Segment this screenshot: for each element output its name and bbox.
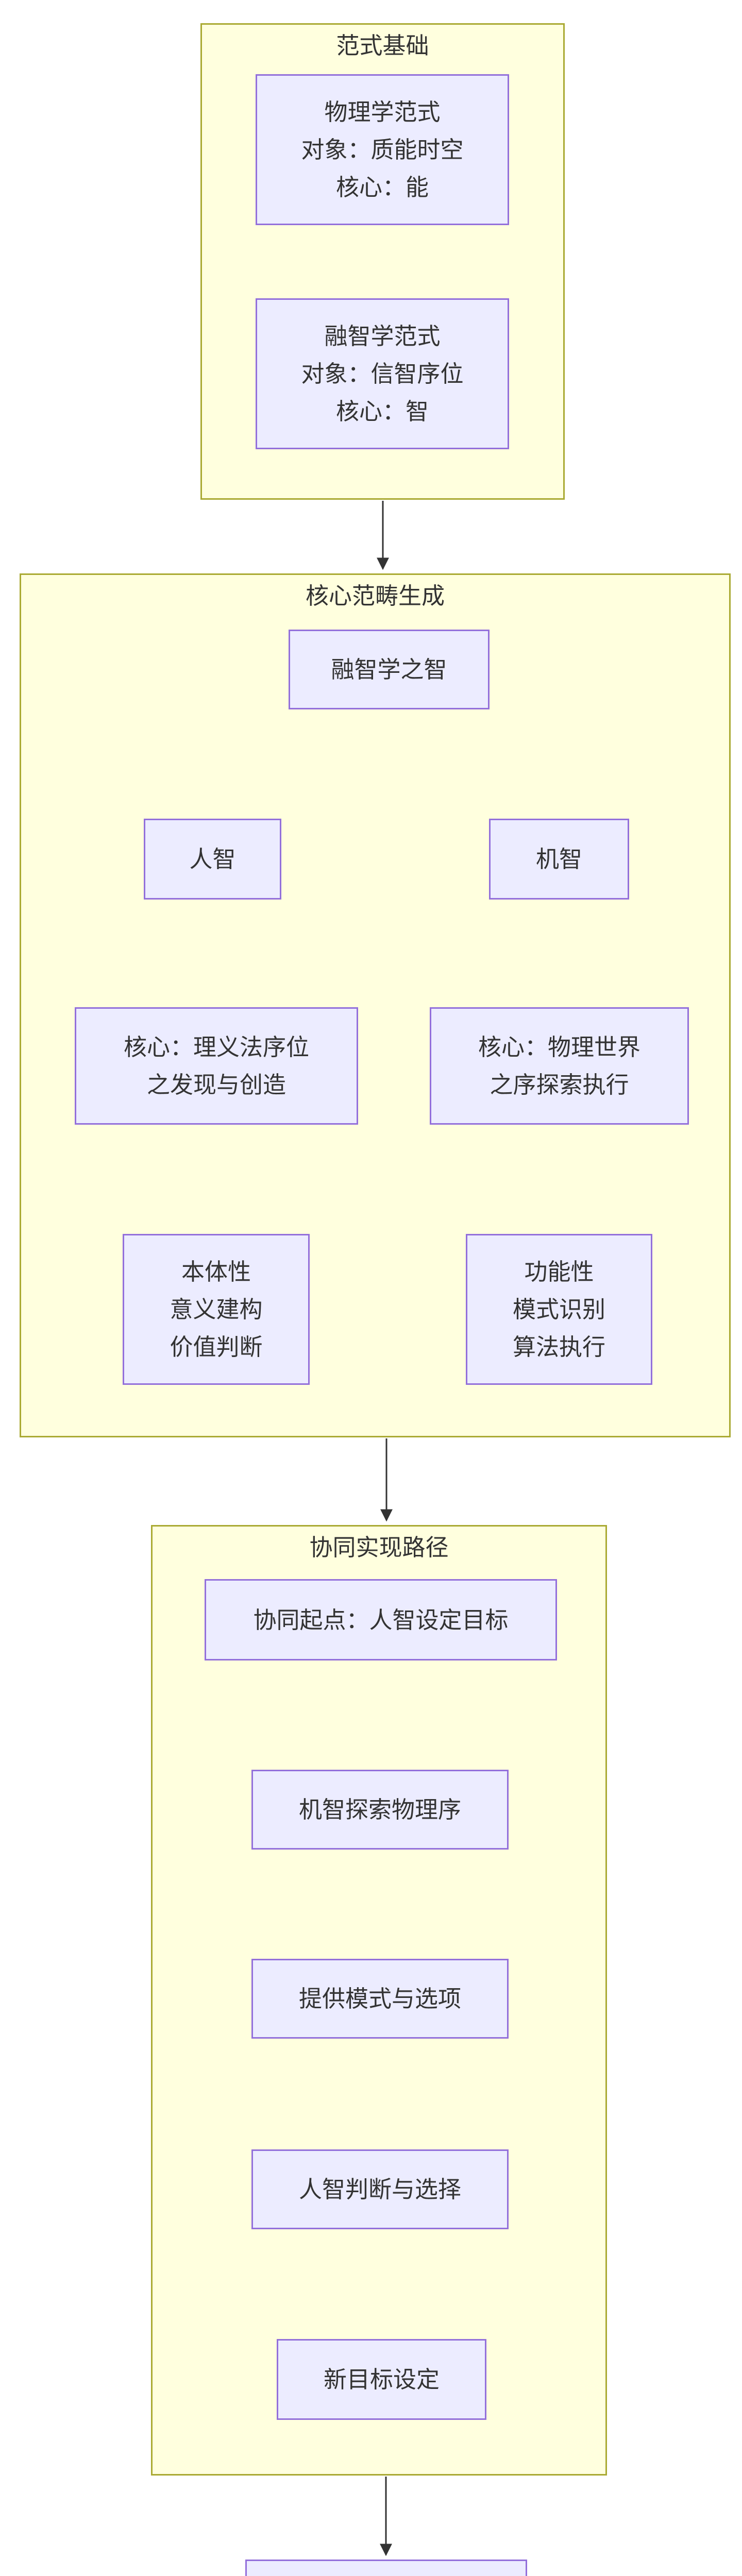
node-machine-nature: 功能性 模式识别 算法执行	[466, 1234, 652, 1385]
node-human-nature: 本体性 意义建构 价值判断	[123, 1234, 310, 1385]
node-machine-nature-line1: 功能性	[524, 1258, 594, 1285]
node-human-core-line2: 之发现与创造	[146, 1071, 286, 1098]
node-human-core-line1: 核心：理义法序位	[123, 1033, 309, 1061]
node-rongzhi-paradigm-line2: 对象：信智序位	[301, 360, 464, 387]
node-machine-wisdom-line1: 机智	[535, 845, 582, 873]
node-human-core: 核心：理义法序位 之发现与创造	[75, 1007, 358, 1125]
cluster-synergy-path-title: 协同实现路径	[309, 1534, 449, 1561]
node-human-judge: 人智判断与选择	[251, 2149, 509, 2229]
node-machine-core-line2: 之序探索执行	[490, 1071, 629, 1098]
node-synergy-start-line1: 协同起点：人智设定目标	[253, 1606, 509, 1634]
node-human-nature-line2: 意义建构	[170, 1296, 263, 1323]
node-machine-explore: 机智探索物理序	[251, 1770, 509, 1850]
node-physics-paradigm-line3: 核心：能	[335, 174, 429, 201]
node-human-wisdom: 人智	[144, 819, 281, 900]
node-human-wisdom-line1: 人智	[189, 845, 236, 873]
node-physics-paradigm: 物理学范式 对象：质能时空 核心：能	[256, 74, 509, 225]
cluster-core-category-generation-title: 核心范畴生成	[305, 582, 445, 609]
node-physics-paradigm-line1: 物理学范式	[324, 98, 441, 126]
node-provide-options-line1: 提供模式与选项	[298, 1985, 461, 2012]
node-physics-paradigm-line2: 对象：质能时空	[301, 136, 464, 163]
node-human-judge-line1: 人智判断与选择	[298, 2176, 461, 2203]
node-synergy-goal: 协同目标 人智专注意义建构 机智延伸物理探索	[245, 2560, 527, 2576]
node-human-nature-line1: 本体性	[181, 1258, 251, 1285]
node-machine-core: 核心：物理世界 之序探索执行	[430, 1007, 689, 1125]
node-new-goal: 新目标设定	[277, 2339, 486, 2420]
node-rongzhi-paradigm: 融智学范式 对象：信智序位 核心：智	[256, 298, 509, 449]
node-rongzhi-paradigm-line1: 融智学范式	[324, 323, 441, 350]
node-provide-options: 提供模式与选项	[251, 1959, 509, 2039]
node-human-nature-line3: 价值判断	[170, 1333, 263, 1361]
node-machine-explore-line1: 机智探索物理序	[298, 1796, 461, 1823]
node-synergy-start: 协同起点：人智设定目标	[205, 1579, 557, 1660]
node-new-goal-line1: 新目标设定	[323, 2366, 440, 2393]
node-rongzhi-paradigm-line3: 核心：智	[335, 398, 429, 425]
node-machine-core-line1: 核心：物理世界	[478, 1033, 640, 1061]
node-rongzhi-wisdom-line1: 融智学之智	[331, 656, 447, 683]
node-rongzhi-wisdom: 融智学之智	[289, 630, 490, 709]
node-machine-wisdom: 机智	[489, 819, 629, 900]
cluster-paradigm-foundation-title: 范式基础	[336, 32, 429, 59]
node-machine-nature-line2: 模式识别	[512, 1296, 605, 1323]
node-machine-nature-line3: 算法执行	[512, 1333, 605, 1361]
